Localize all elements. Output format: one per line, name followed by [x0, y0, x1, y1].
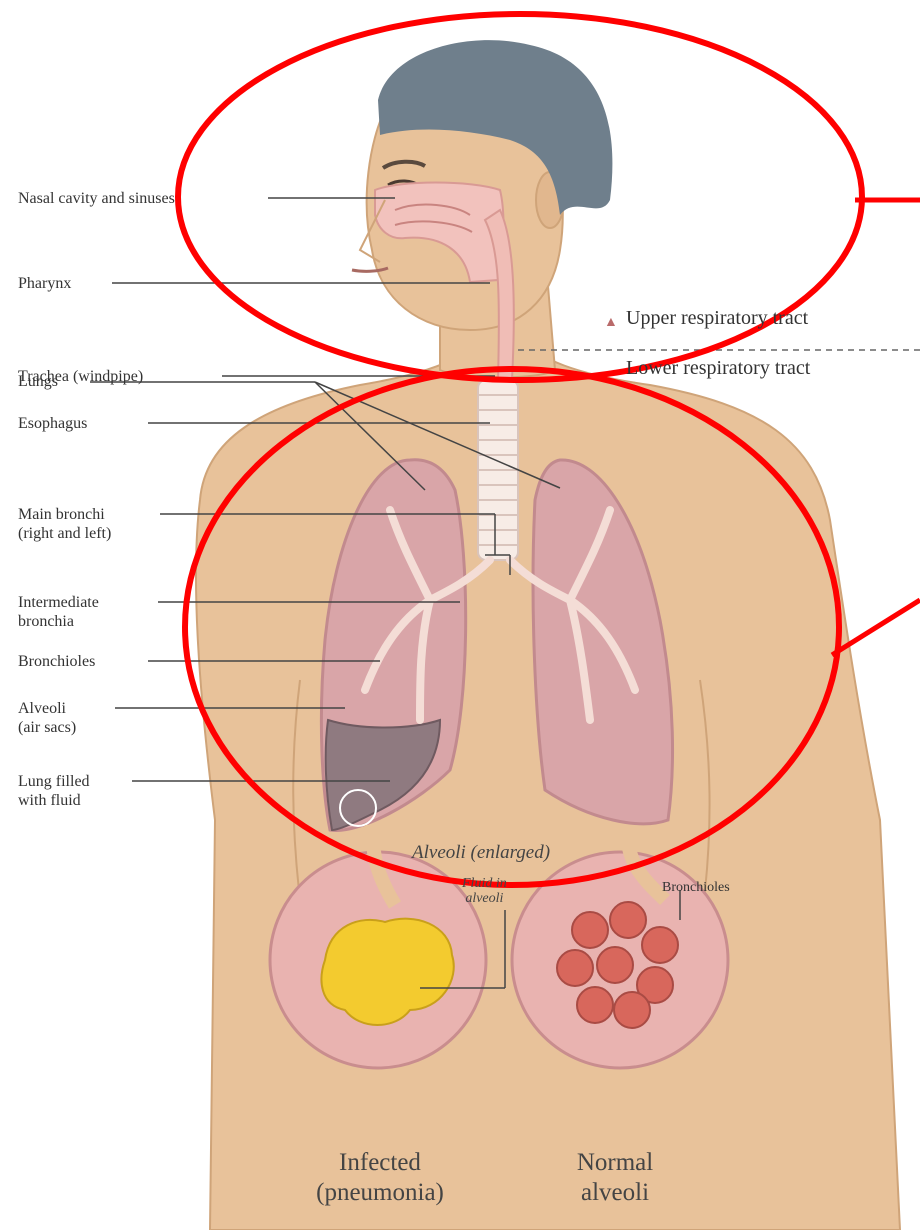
label-intermediate: Intermediate bronchia — [18, 593, 99, 631]
fluid-in-alveoli-line1: Fluid in — [462, 876, 507, 891]
label-main-bronchi: Main bronchi (right and left) — [18, 505, 111, 543]
label-intermediate-line2: bronchia — [18, 612, 99, 631]
legend-lower: Lower respiratory tract — [626, 357, 810, 380]
caption-infected-line2: (pneumonia) — [305, 1178, 455, 1208]
fluid-in-alveoli-line2: alveoli — [462, 891, 507, 906]
caption-infected-line1: Infected — [305, 1148, 455, 1178]
mouth — [352, 268, 388, 271]
label-fluid-line1: Lung filled — [18, 772, 90, 791]
upper-tract-triangle-icon: ▲ — [604, 315, 618, 331]
enlarged-title: Alveoli (enlarged) — [412, 842, 550, 864]
label-alveoli-line1: Alveoli — [18, 699, 76, 718]
label-alveoli: Alveoli (air sacs) — [18, 699, 76, 737]
caption-normal-line2: alveoli — [555, 1178, 675, 1208]
label-main-bronchi-line2: (right and left) — [18, 524, 111, 543]
caption-normal-line1: Normal — [555, 1148, 675, 1178]
label-alveoli-line2: (air sacs) — [18, 718, 76, 737]
caption-infected: Infected (pneumonia) — [305, 1148, 455, 1208]
label-fluid-line2: with fluid — [18, 791, 90, 810]
label-bronchioles: Bronchioles — [18, 652, 95, 671]
legend-upper: Upper respiratory tract — [626, 307, 808, 330]
bronchioles-enlarged-label: Bronchioles — [662, 878, 730, 897]
label-pharynx: Pharynx — [18, 274, 71, 293]
label-main-bronchi-line1: Main bronchi — [18, 505, 111, 524]
label-intermediate-line1: Intermediate — [18, 593, 99, 612]
label-esophagus: Esophagus — [18, 414, 87, 433]
fluid-in-alveoli-label: Fluid in alveoli — [462, 876, 507, 906]
label-lungs: Lungs — [18, 372, 58, 391]
label-nasal: Nasal cavity and sinuses — [18, 189, 175, 208]
caption-normal: Normal alveoli — [555, 1148, 675, 1208]
label-fluid: Lung filled with fluid — [18, 772, 90, 810]
